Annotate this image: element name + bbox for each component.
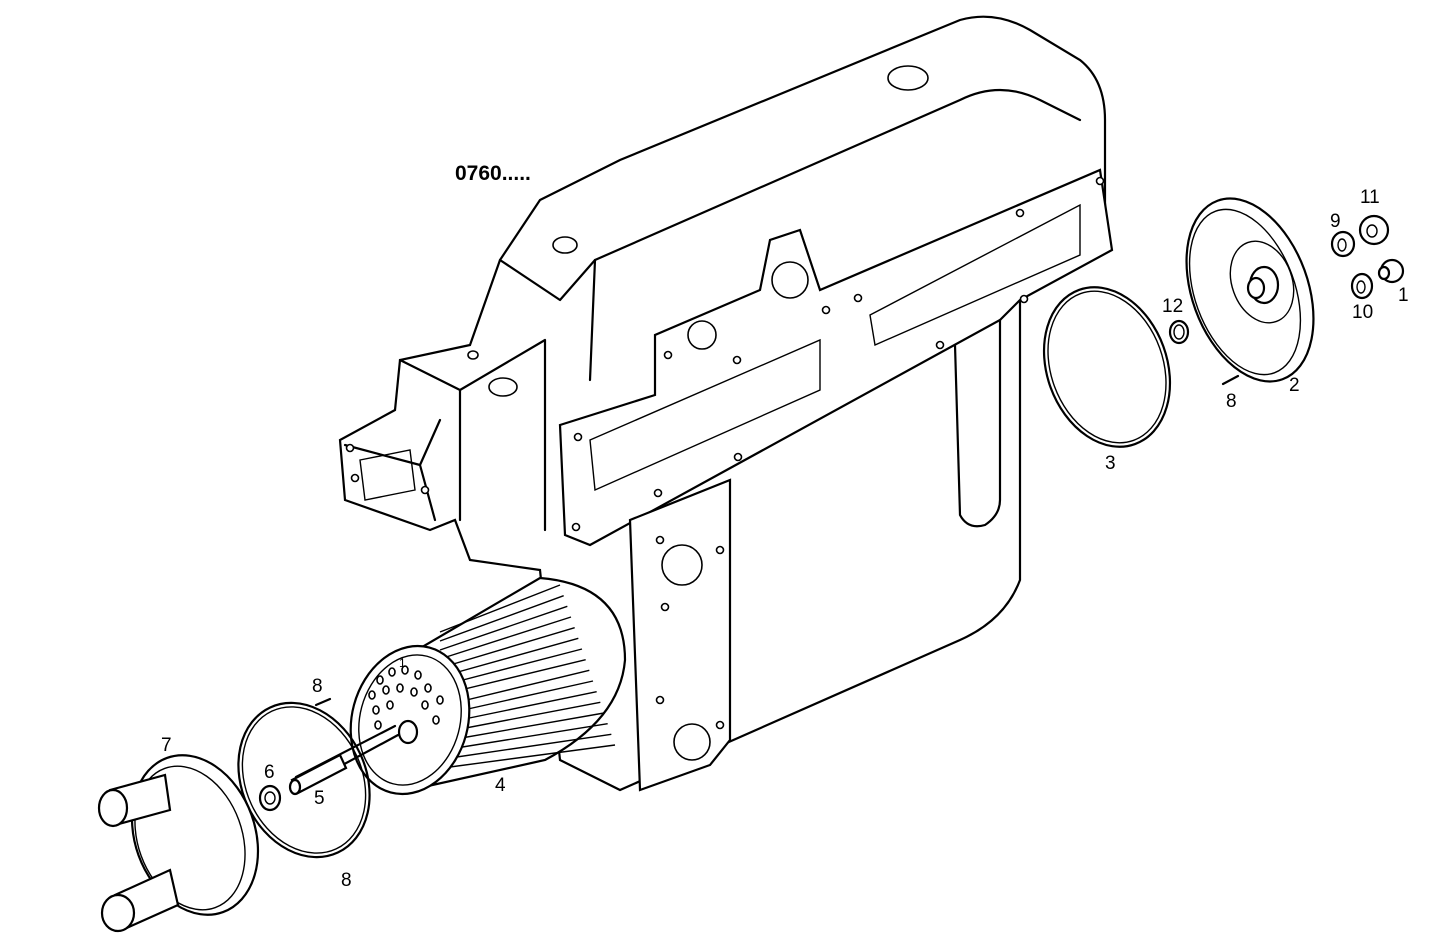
filter-rib xyxy=(439,626,575,669)
label-11: 11 xyxy=(1360,187,1380,208)
housing xyxy=(338,15,1114,792)
label-8-left-bottom: 8 xyxy=(341,870,352,891)
filter-rib xyxy=(449,690,597,723)
washer-6 xyxy=(258,784,282,812)
filter-rib xyxy=(449,669,590,705)
small-parts-right xyxy=(1168,214,1405,386)
filter-rib xyxy=(449,701,601,732)
filter-rib xyxy=(449,733,612,759)
perforation xyxy=(368,690,376,700)
perforation xyxy=(424,683,432,693)
o-ring-3 xyxy=(1042,286,1172,448)
filter-rib xyxy=(449,744,616,768)
perforation xyxy=(376,675,384,685)
filter-rib xyxy=(449,722,608,750)
filter-rib xyxy=(449,712,605,741)
perforation xyxy=(382,685,390,695)
label-10: 10 xyxy=(1352,302,1373,323)
filter-rib xyxy=(449,680,594,714)
filter-4 xyxy=(349,576,627,796)
label-2: 2 xyxy=(1289,375,1300,396)
perforation xyxy=(374,720,382,730)
drawing-code: 0760..... xyxy=(455,162,531,185)
perforation xyxy=(401,665,409,675)
perforation xyxy=(372,705,380,715)
perforation xyxy=(410,687,418,697)
label-5: 5 xyxy=(314,788,325,809)
perforation xyxy=(421,700,429,710)
label-9: 9 xyxy=(1330,211,1341,232)
cover-2 xyxy=(1185,197,1315,383)
filter-rib xyxy=(439,595,564,642)
label-12: 12 xyxy=(1162,296,1183,317)
perforation xyxy=(396,683,404,693)
label-6: 6 xyxy=(264,762,275,783)
filter-rib xyxy=(439,584,561,633)
cap-7 xyxy=(97,754,260,933)
filter-rib xyxy=(439,605,568,651)
label-8-right: 8 xyxy=(1226,391,1237,412)
perforation xyxy=(388,667,396,677)
perforation xyxy=(386,700,394,710)
filter-rib xyxy=(439,637,579,678)
label-3: 3 xyxy=(1105,453,1116,474)
label-1-filter: 1 xyxy=(399,656,406,670)
label-4: 4 xyxy=(495,775,506,796)
label-8-left-top: 8 xyxy=(312,676,323,697)
perforation xyxy=(432,715,440,725)
filter-rib xyxy=(439,616,572,660)
stud-5 xyxy=(288,724,400,796)
label-1: 1 xyxy=(1398,285,1409,306)
perforation xyxy=(436,695,444,705)
perforation xyxy=(414,670,422,680)
bolt-holes xyxy=(345,176,1105,730)
label-7: 7 xyxy=(161,735,172,756)
